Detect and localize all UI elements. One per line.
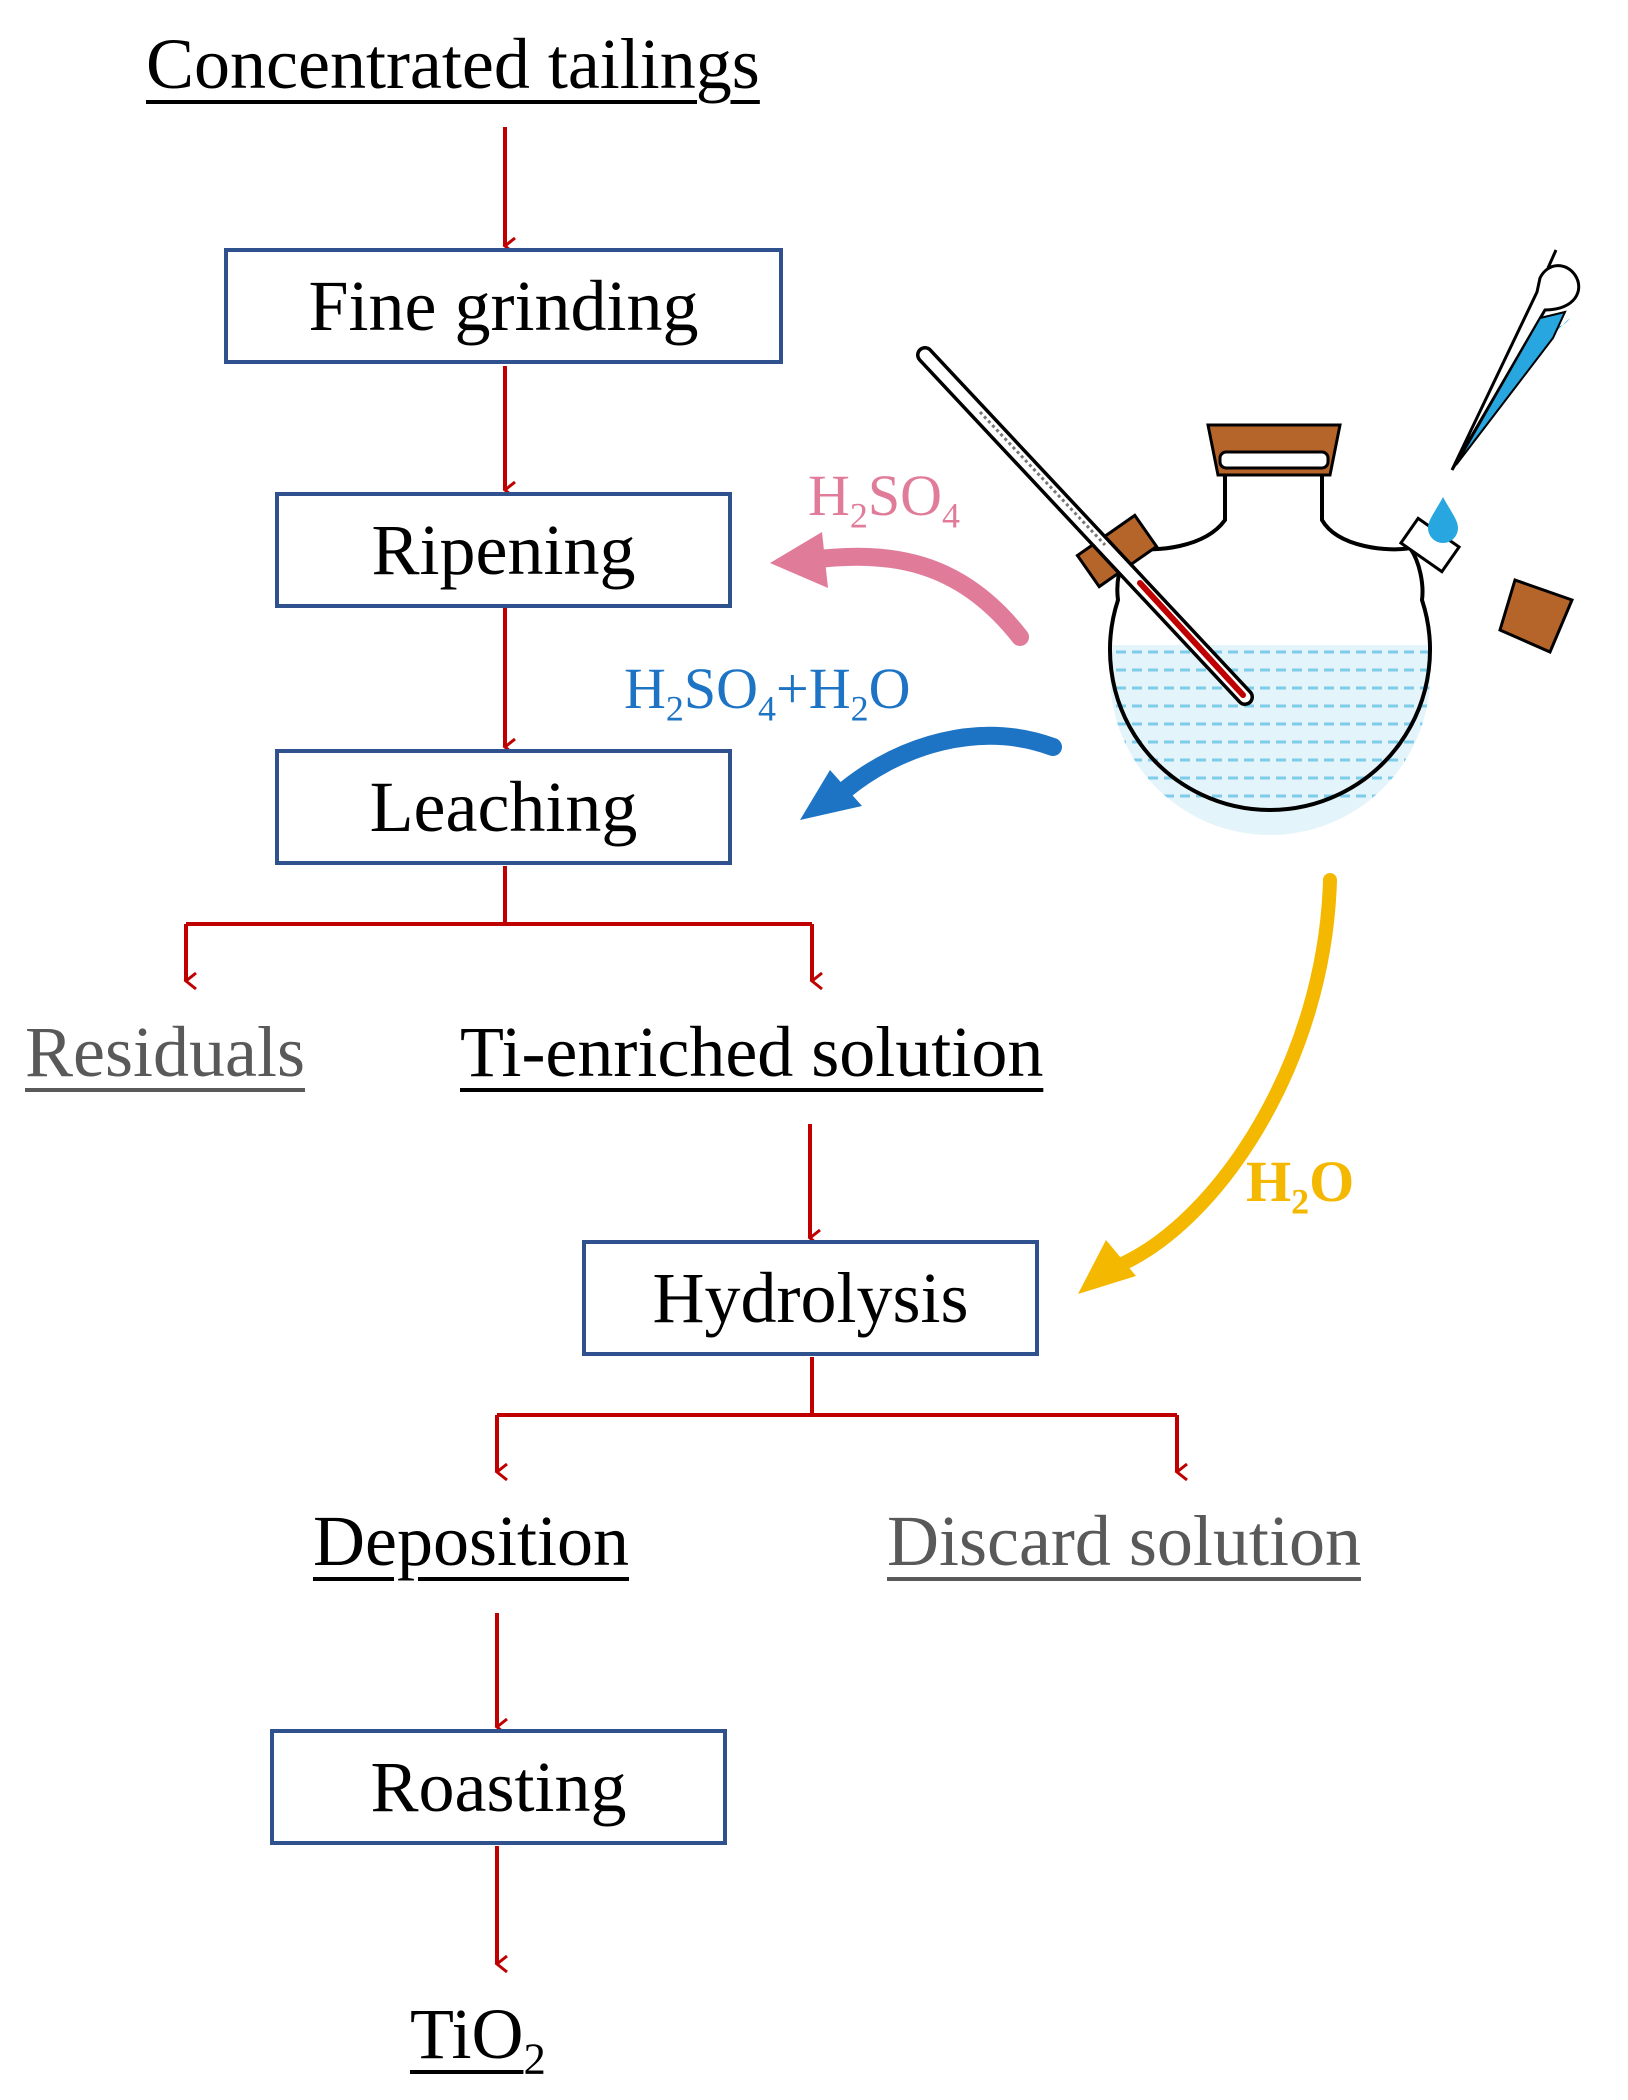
- step-leaching: Leaching: [275, 749, 732, 865]
- leaching-reagent-sub: 4: [758, 688, 777, 729]
- ripening-reagent-sub: 2: [849, 495, 868, 536]
- reagent-arrow-hydrolysis: [1078, 873, 1337, 1294]
- deposition-label: Deposition: [313, 1501, 629, 1581]
- water-drop-icon: [1428, 497, 1458, 543]
- ripening-reagent-part: SO: [867, 463, 943, 528]
- start-material-label: Concentrated tailings: [146, 24, 760, 104]
- dropping-funnel-icon: [1450, 249, 1581, 471]
- flask-liquid: [1110, 645, 1430, 835]
- ripening-reagent-part: H: [808, 463, 850, 528]
- leaching-reagent-part: O: [868, 656, 911, 721]
- residuals-label: Residuals: [25, 1012, 305, 1092]
- step-ripening: Ripening: [275, 492, 732, 608]
- final-product-subscript: 2: [523, 2033, 546, 2084]
- final-product-main: TiO: [410, 1994, 524, 2074]
- reagent-label-leaching: H2SO4+H2O: [624, 660, 911, 728]
- leaching-reagent-sub: 2: [850, 688, 869, 729]
- hydrolysis-reagent-part: H: [1246, 1149, 1292, 1214]
- reaction-apparatus: [916, 249, 1581, 835]
- hydrolysis-reagent-part: O: [1309, 1149, 1355, 1214]
- reagent-arrow-leaching: [800, 726, 1062, 820]
- final-product-label: TiO2: [410, 1998, 546, 2081]
- leaching-split-line: [186, 866, 507, 926]
- loose-stopper-icon: [1498, 578, 1575, 654]
- flow-arrows: [183, 127, 1188, 1974]
- leaching-reagent-part: SO: [683, 656, 759, 721]
- hydrolysis-split-line: [497, 1357, 814, 1417]
- leaching-reagent-part: +H: [776, 656, 851, 721]
- thermometer-icon: [916, 346, 1254, 706]
- reagent-arrow-ripening: [770, 532, 1029, 646]
- ripening-reagent-sub: 4: [942, 495, 961, 536]
- discard-solution-label: Discard solution: [887, 1501, 1361, 1581]
- stopper-icon: [1206, 423, 1342, 477]
- step-hydrolysis: Hydrolysis: [582, 1240, 1039, 1356]
- reagent-label-ripening: H2SO4: [808, 467, 960, 535]
- ti-solution-label: Ti-enriched solution: [460, 1012, 1044, 1092]
- hydrolysis-reagent-sub: 2: [1291, 1181, 1310, 1222]
- leaching-reagent-part: H: [624, 656, 666, 721]
- step-roasting: Roasting: [270, 1729, 727, 1845]
- reagent-label-hydrolysis: H2O: [1246, 1153, 1354, 1221]
- step-fine-grinding: Fine grinding: [224, 248, 783, 364]
- leaching-reagent-sub: 2: [665, 688, 684, 729]
